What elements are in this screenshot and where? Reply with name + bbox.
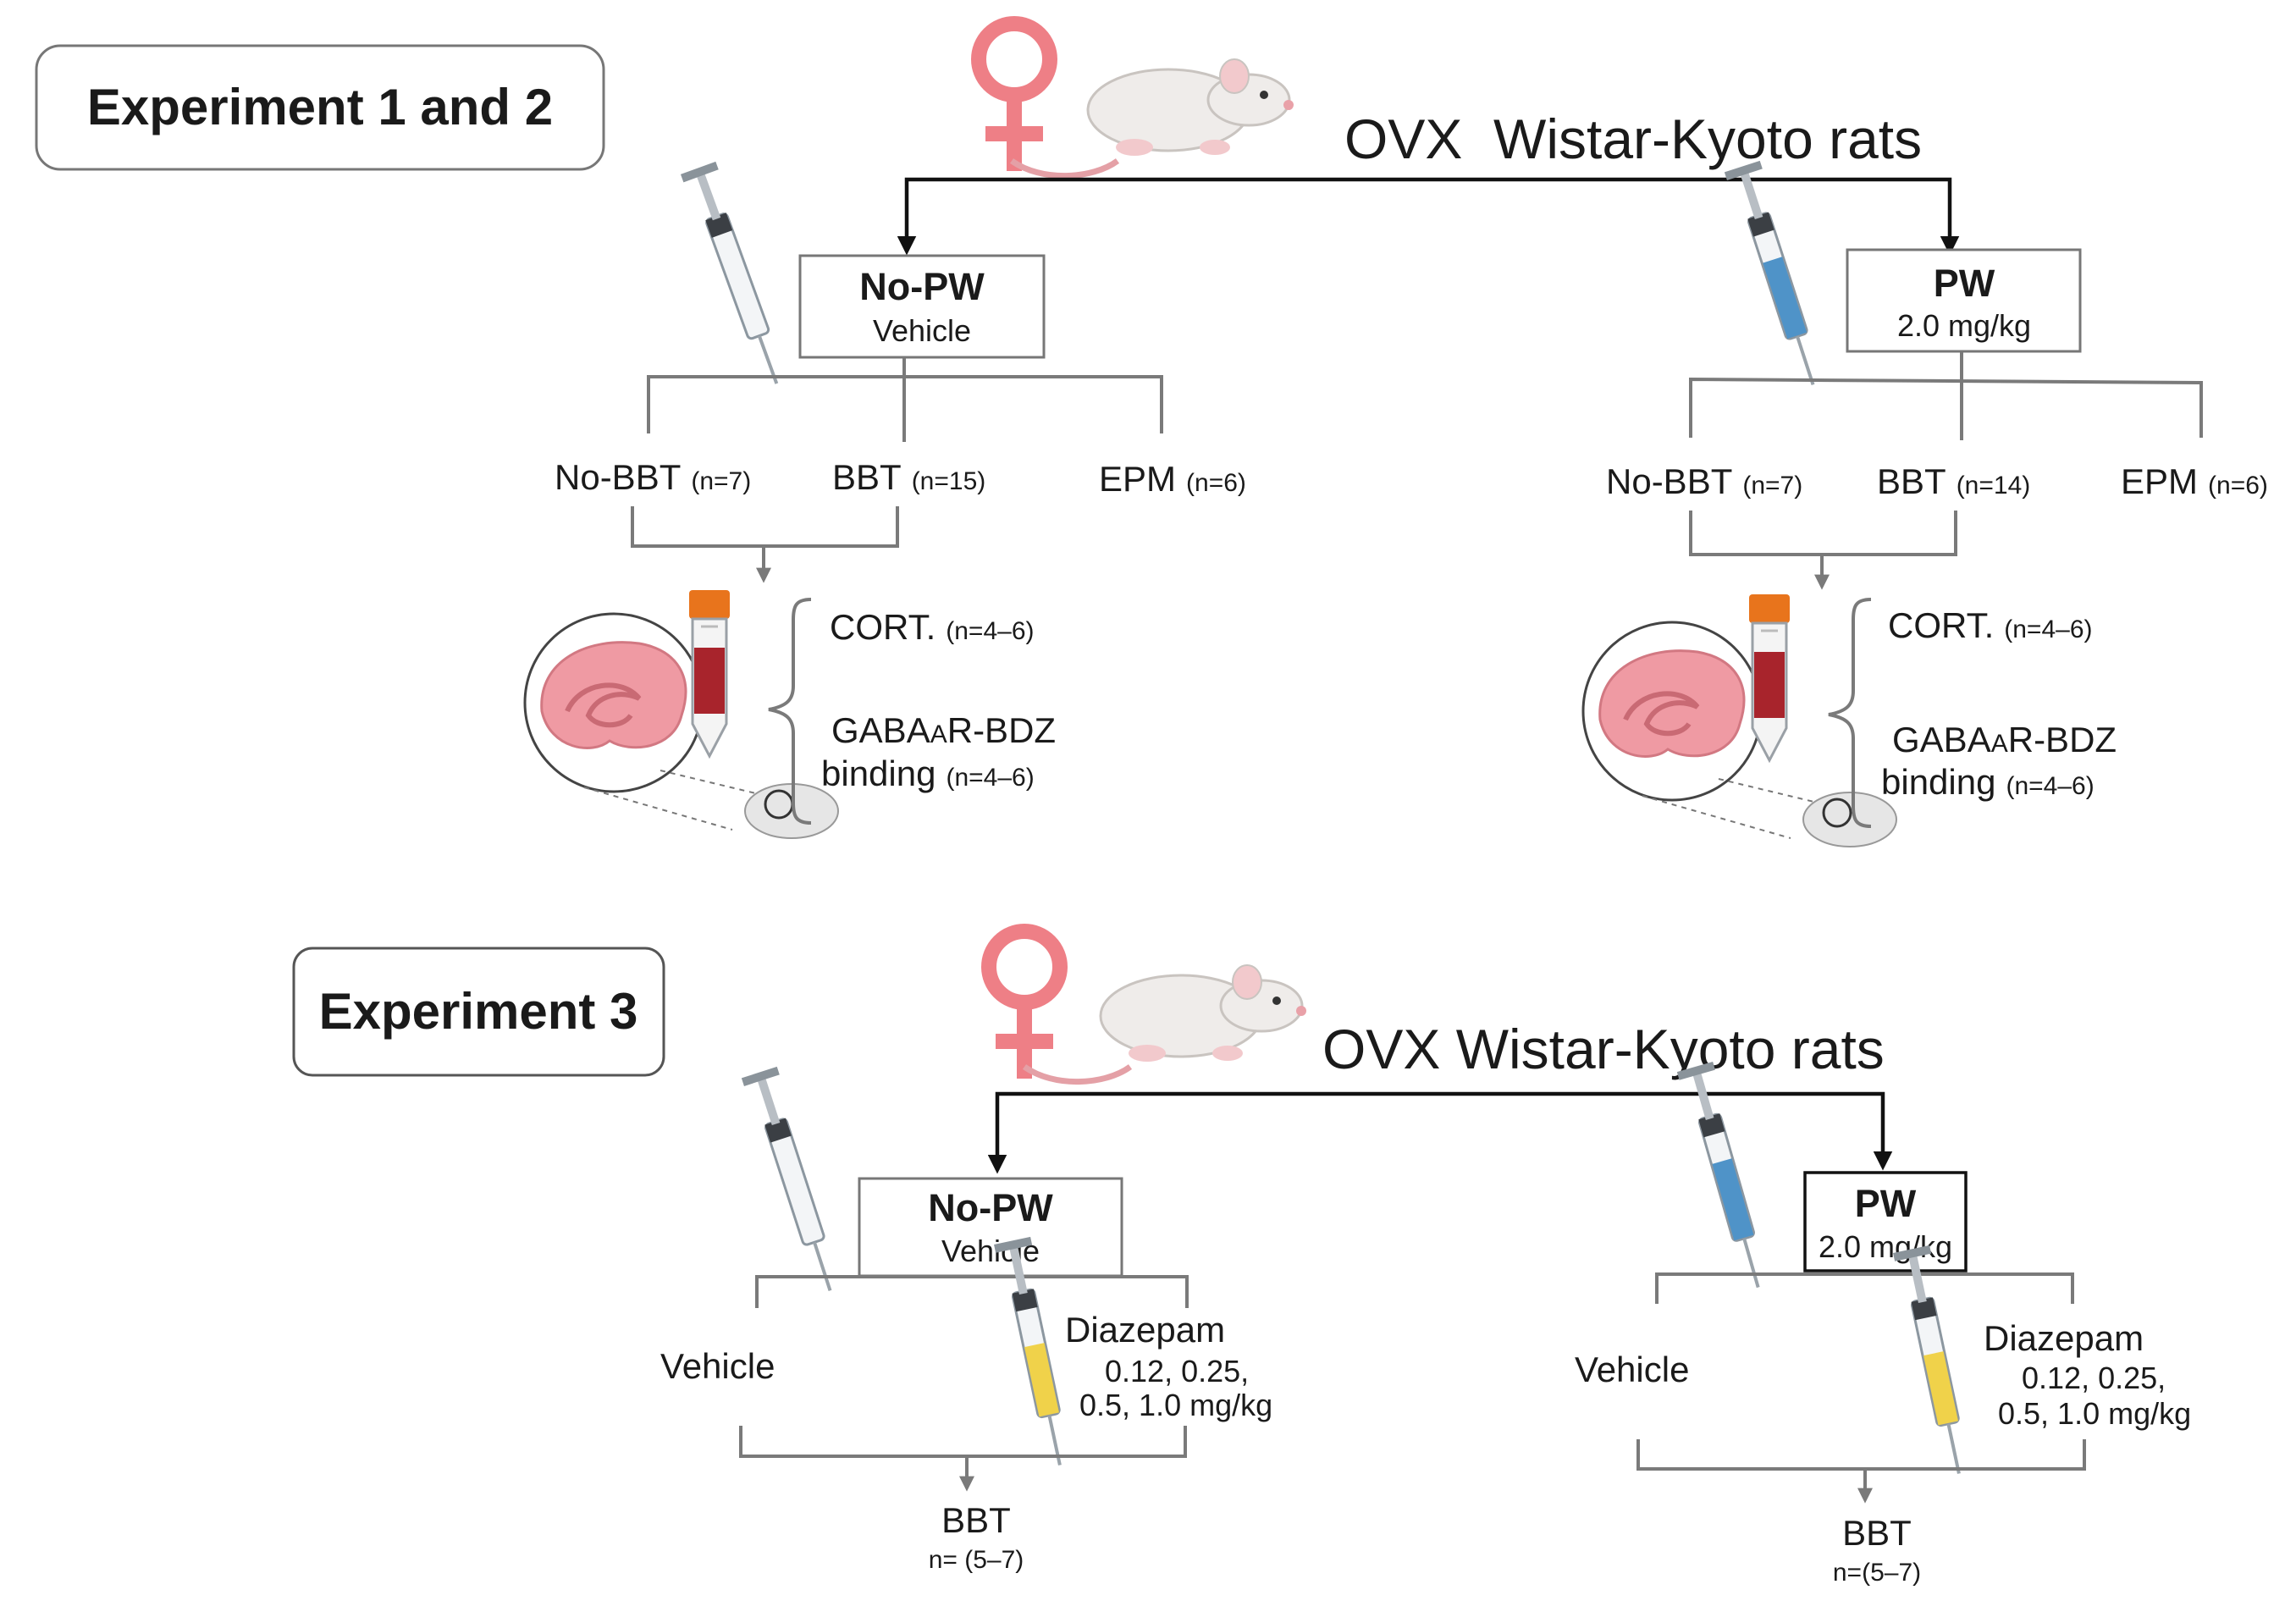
blood-tube-icon	[1747, 593, 1791, 762]
experiment12-right-group: PW	[1934, 262, 1995, 305]
experiment12-left-cort: CORT.(n=4–6)	[830, 607, 1035, 647]
experiment12-right-branch-1: No-BBT(n=7)	[1606, 461, 1802, 501]
experiment12-right-group-sub: 2.0 mg/kg	[1897, 308, 2031, 343]
experiment12-left-group-box	[798, 254, 1046, 359]
experiment12-left-group-sub: Vehicle	[873, 313, 971, 348]
experiment3-rats-label: OVX Wistar-Kyoto rats	[1322, 1018, 1885, 1080]
experiment12-right-merge	[1689, 511, 1957, 556]
female-symbol-icon	[979, 24, 1050, 171]
experiment12-right-branch-2: BBT(n=14)	[1877, 461, 2030, 501]
experiment3-left-bbt-n: n= (5–7)	[929, 1546, 1024, 1574]
experiment12-right-branch	[1689, 377, 2203, 438]
experiment3-left-dose1: 0.12, 0.25,	[1105, 1354, 1249, 1388]
experiment3-right-group-box	[1803, 1171, 1968, 1272]
syringe-icon	[1722, 158, 1833, 393]
blood-tube-icon	[687, 588, 731, 758]
syringe-icon	[1675, 1059, 1778, 1295]
experiment3-left-branch	[755, 1275, 1189, 1308]
experiment3-left-bbt: BBT	[941, 1500, 1011, 1540]
experiment3-left-dose2: 0.5, 1.0 mg/kg	[1079, 1388, 1272, 1422]
experiment12-left-brace	[768, 598, 812, 825]
syringe-icon	[739, 1064, 850, 1299]
brain-hippocampus-icon	[1583, 622, 1896, 847]
rat-icon	[1024, 965, 1306, 1082]
experiment3-left-merge	[739, 1426, 1187, 1458]
rat-icon	[1012, 59, 1294, 176]
female-symbol-icon	[989, 931, 1060, 1079]
experiment3-right-group: PW	[1855, 1182, 1917, 1225]
experiment12-left-branch-3: EPM(n=6)	[1099, 459, 1246, 499]
syringe-icon	[678, 159, 797, 392]
experiment3-right-bbt-n: n=(5–7)	[1833, 1559, 1921, 1587]
experiment3-right-branch	[1655, 1272, 2074, 1304]
experiment3-right-merge	[1636, 1439, 2086, 1471]
experiment12-right-gaba: GABAAR-BDZ	[1892, 720, 2117, 759]
experiment12-right-branch-3: EPM(n=6)	[2121, 461, 2268, 501]
experiment12-left-merge	[631, 506, 899, 548]
experiment12-left-branch	[647, 375, 1163, 433]
syringe-icon	[1891, 1243, 1979, 1480]
experiment12-left-gaba: GABAAR-BDZ	[831, 710, 1056, 750]
experiment3-split-connector	[987, 1091, 1893, 1174]
experiment12-right-brace	[1828, 598, 1872, 828]
experiment3-right-bbt: BBT	[1842, 1513, 1912, 1553]
experiment3-left-group-box	[858, 1177, 1123, 1278]
experiment12-right-cort: CORT.(n=4–6)	[1888, 605, 2093, 645]
experiment3-right-dose1: 0.12, 0.25,	[2022, 1361, 2166, 1395]
experiment12-left-binding: binding(n=4–6)	[821, 754, 1035, 793]
experiment3-title-box	[292, 947, 665, 1077]
experiment12-title-box	[35, 44, 605, 171]
experiment12-split-connector	[897, 177, 1960, 256]
experiment3-left-diazepam: Diazepam	[1065, 1310, 1225, 1350]
experiment3-right-vehicle: Vehicle	[1575, 1350, 1689, 1389]
experiment3-right-diazepam: Diazepam	[1984, 1318, 2144, 1358]
experiment3-left-group: No-PW	[928, 1186, 1053, 1229]
experiment3-right-dose2: 0.5, 1.0 mg/kg	[1998, 1396, 2191, 1431]
experiment12-title: Experiment 1 and 2	[87, 79, 553, 135]
experiment3-title: Experiment 3	[319, 983, 638, 1040]
experiment12-rats-label: OVX Wistar-Kyoto rats	[1344, 108, 1922, 170]
experiment3-right-group-sub: 2.0 mg/kg	[1819, 1229, 1952, 1264]
experiment12-right-binding: binding(n=4–6)	[1881, 762, 2095, 802]
experiment3-left-vehicle: Vehicle	[660, 1346, 775, 1386]
experiment12-left-branch-1: No-BBT(n=7)	[555, 457, 751, 497]
experiment12-left-branch-2: BBT(n=15)	[832, 457, 985, 497]
experiment12-left-group: No-PW	[859, 265, 985, 308]
experiment12-right-group-box	[1846, 248, 2082, 353]
